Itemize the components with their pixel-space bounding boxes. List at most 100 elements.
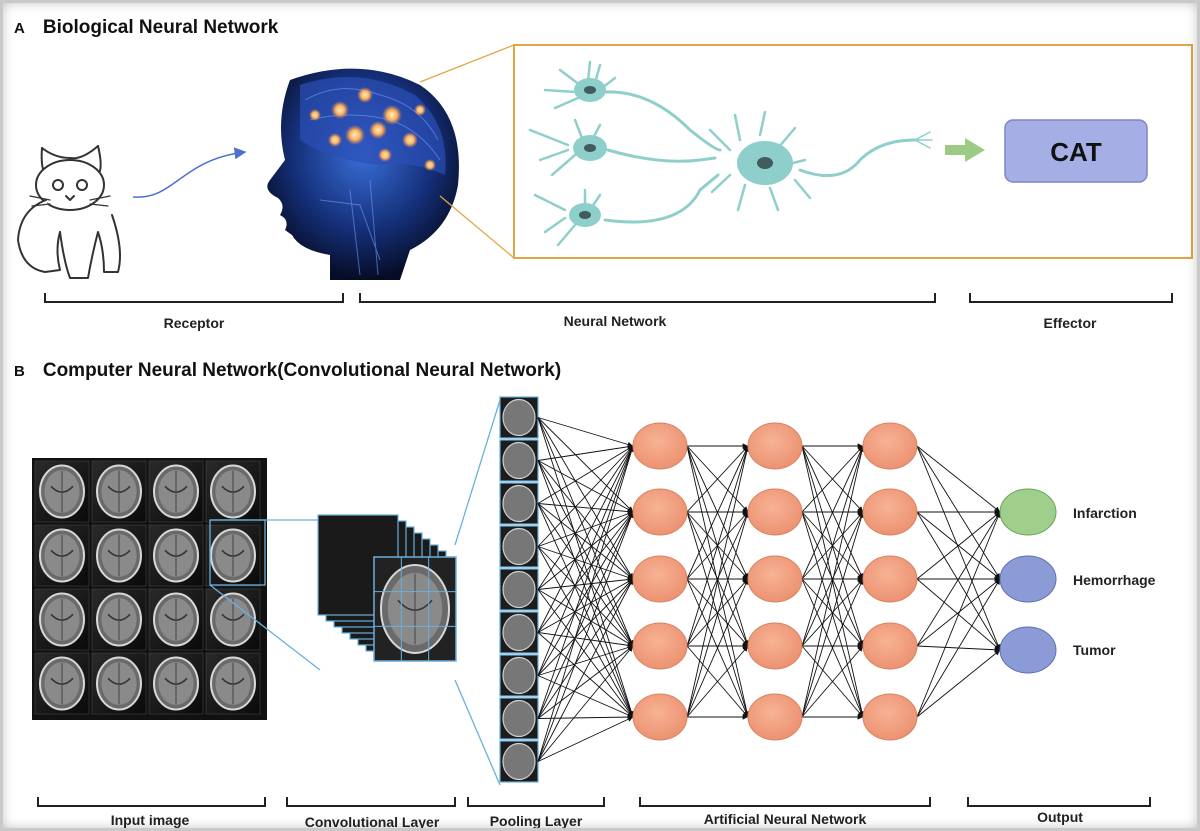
ann-connection — [537, 546, 634, 647]
ann-connection — [537, 503, 634, 515]
ann-connection — [537, 460, 634, 647]
ann-connection — [686, 445, 750, 647]
ann-connection — [537, 546, 634, 580]
ann-connection — [537, 578, 634, 762]
ann-connection — [801, 445, 864, 580]
ann-connection — [801, 511, 864, 647]
ann-connection — [537, 578, 634, 676]
ann-connection — [537, 417, 634, 580]
brain-head-illustration — [267, 68, 459, 281]
pooling-layer-strip — [499, 396, 539, 783]
ann-connection — [537, 445, 634, 719]
ann-connection — [686, 445, 750, 718]
ann-connection — [537, 589, 634, 647]
ann-node — [632, 622, 688, 670]
ann-connection — [537, 578, 634, 633]
ann-connection — [537, 675, 634, 718]
neuron-nuclei — [579, 86, 773, 219]
ann-connection — [537, 645, 634, 719]
brackets-b — [37, 797, 1151, 807]
ann-connection — [537, 444, 634, 461]
green-arrow — [945, 138, 985, 162]
ann-connection — [686, 445, 749, 513]
ann-connection — [801, 445, 865, 718]
label-effector: Effector — [1043, 315, 1097, 331]
output-node-tumor — [999, 626, 1057, 674]
ann-connection — [537, 417, 634, 513]
output-label-hemorrhage: Hemorrhage — [1073, 572, 1156, 588]
ann-connections — [537, 417, 1001, 762]
ann-connection — [537, 589, 634, 718]
ann-connection — [537, 460, 634, 513]
ann-connection — [801, 445, 865, 647]
section-a-letter: A — [14, 20, 25, 37]
input-image-grid — [32, 458, 267, 720]
ann-connection — [686, 578, 749, 647]
ann-connection — [801, 645, 864, 718]
label-input-image: Input image — [110, 812, 190, 828]
receptor-arrow — [132, 147, 247, 198]
ann-connection — [537, 578, 634, 719]
label-neural-network: Neural Network — [563, 313, 667, 329]
ann-node — [747, 555, 803, 603]
output-label-tumor: Tumor — [1073, 642, 1116, 658]
label-ann: Artificial Neural Network — [703, 811, 867, 827]
ann-connection — [537, 632, 634, 648]
ann-connection — [537, 546, 634, 718]
cat-output-label: CAT — [1050, 137, 1102, 167]
output-label-infarction: Infarction — [1073, 505, 1137, 521]
ann-connection — [537, 445, 635, 762]
ann-node — [632, 422, 688, 470]
ann-nodes — [632, 422, 918, 741]
ann-node — [747, 422, 803, 470]
conv-layer-stack — [317, 514, 457, 662]
ann-connection — [537, 511, 634, 547]
output-node-infarction — [999, 488, 1057, 536]
ann-node — [632, 488, 688, 536]
ann-connection — [801, 578, 864, 647]
ann-node — [862, 422, 918, 470]
brackets-a — [44, 293, 1173, 303]
ann-connection — [537, 503, 634, 580]
section-b-heading: B Computer Neural Network(Convolutional N… — [14, 360, 561, 382]
label-output: Output — [1037, 809, 1083, 825]
ann-connection — [537, 511, 634, 719]
ann-node — [747, 622, 803, 670]
label-convolutional-layer: Convolutional Layer — [304, 814, 440, 830]
biological-neurons — [528, 60, 933, 247]
input-selection — [209, 519, 266, 586]
ann-connection — [537, 632, 634, 718]
zoom-line-bottom — [439, 195, 515, 259]
ann-connection — [916, 445, 1001, 651]
ann-connection — [537, 716, 634, 762]
output-node-hemorrhage — [999, 555, 1057, 603]
cat-output-box — [1004, 119, 1148, 183]
ann-connection — [686, 511, 749, 647]
ann-connection — [537, 445, 634, 547]
ann-connection — [537, 417, 634, 647]
ann-connection — [686, 511, 750, 718]
ann-connection — [686, 645, 749, 718]
section-b-title: Computer Neural Network(Convolutional Ne… — [42, 360, 562, 381]
ann-connection — [537, 417, 634, 718]
ann-connection — [801, 511, 865, 718]
label-receptor: Receptor — [163, 315, 225, 331]
ann-connection — [916, 578, 1001, 718]
ann-connection — [916, 511, 1001, 718]
ann-connection — [537, 511, 634, 590]
ann-connection — [537, 511, 634, 633]
ann-connection — [801, 578, 864, 718]
ann-connection — [537, 445, 634, 504]
ann-connection — [537, 511, 634, 676]
label-pooling-layer: Pooling Layer — [489, 813, 583, 829]
section-b-letter: B — [14, 363, 25, 380]
pool-zoom-line-bottom — [454, 679, 501, 786]
ann-connection — [686, 578, 749, 718]
ann-connection — [916, 511, 1001, 580]
ann-connection — [537, 645, 634, 762]
ann-node — [747, 693, 803, 741]
ann-connection — [537, 503, 634, 647]
ann-connection — [537, 417, 634, 448]
